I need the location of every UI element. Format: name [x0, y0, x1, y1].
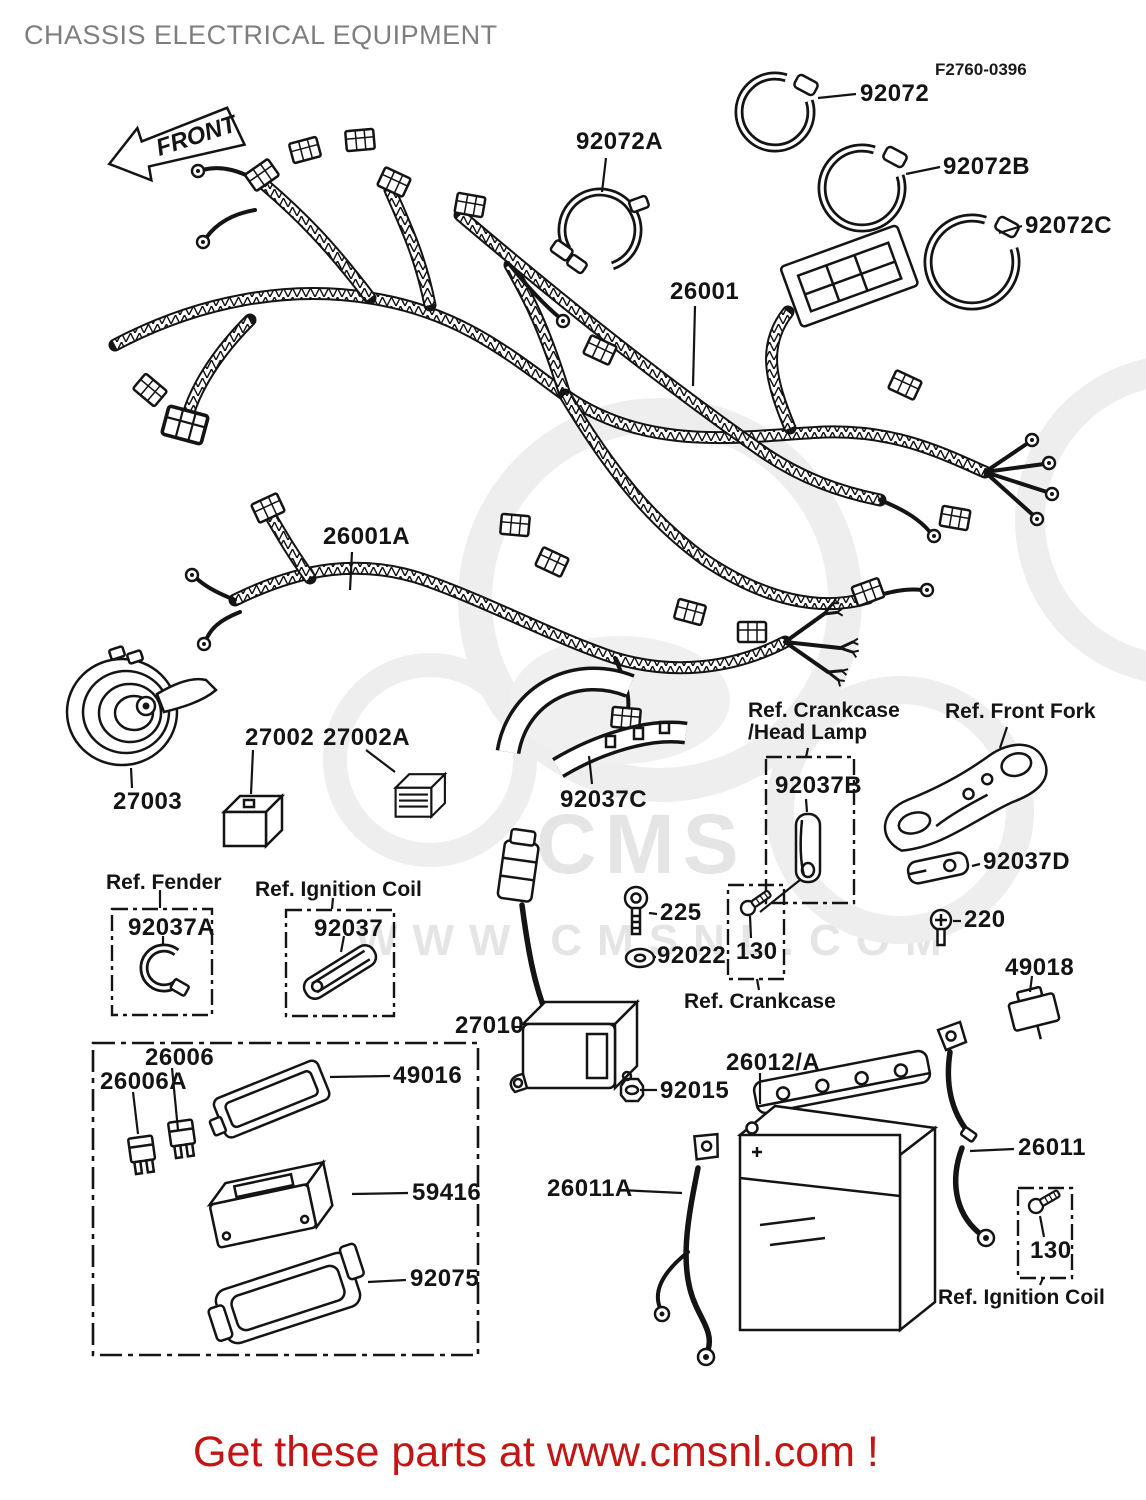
part-label-26001: 26001 [670, 278, 740, 305]
page-title: CHASSIS ELECTRICAL EQUIPMENT [24, 20, 498, 50]
part-label-92072a: 92072A [576, 128, 664, 155]
junction-box-59416 [206, 1159, 334, 1249]
ref-box-ignition-coil [284, 908, 396, 1018]
watermark-brand: CMS [536, 797, 747, 891]
part-label-92037d: 92037D [983, 848, 1071, 875]
part-label-92075: 92075 [410, 1265, 480, 1292]
ref-box-ignition-130 [1016, 1185, 1074, 1280]
part-label-92037: 92037 [314, 915, 384, 942]
part-label-92037c: 92037C [560, 786, 648, 813]
front-fork-bracket [883, 743, 1048, 852]
cover-49016 [208, 1059, 331, 1139]
clamp-ring-92072 [734, 71, 819, 153]
bolt-225 [623, 885, 649, 936]
battery-lead-26011 [936, 1020, 996, 1248]
fuse-26006 [167, 1118, 197, 1160]
horn-27003 [65, 645, 218, 767]
ref-box-crankcase-130 [726, 883, 786, 981]
damper-92075 [207, 1242, 365, 1345]
part-label-92022: 92022 [657, 942, 727, 969]
washer-92022 [624, 947, 656, 969]
diode-49018 [1007, 985, 1061, 1040]
fuse-26006a [127, 1134, 157, 1176]
band-clamp-92072a [549, 187, 650, 275]
front-arrow: FRONT [107, 106, 247, 183]
part-label-26011a: 26011A [547, 1175, 633, 1202]
part-label-27010: 27010 [455, 1012, 525, 1039]
part-label-ref-ignition-coil-upper: Ref. Ignition Coil [255, 878, 422, 901]
part-label-49016: 49016 [393, 1062, 463, 1089]
wiring-harness-26001 [108, 127, 1060, 644]
ref-box-crankcase-headlamp [759, 755, 856, 913]
part-label-92072c: 92072C [1025, 212, 1113, 239]
part-label-220: 220 [964, 906, 1006, 933]
part-label-27003: 27003 [113, 788, 183, 815]
part-label-ref-fender: Ref. Fender [106, 871, 222, 894]
part-label-26012a: 26012/A [726, 1049, 821, 1076]
part-label-26006a: 26006A [100, 1068, 188, 1095]
part-label-27002: 27002 [245, 724, 315, 751]
footer-link[interactable]: Get these parts at www.cmsnl.com ! [193, 1428, 879, 1476]
part-label-225: 225 [660, 899, 702, 926]
wiring-harness-26001a [184, 491, 862, 731]
clamp-ring-92072c [923, 213, 1021, 311]
part-label-130-crankcase: 130 [736, 938, 778, 965]
part-label-ref-crankcase-headlamp: Ref. Crankcase /Head Lamp [748, 699, 900, 744]
part-label-26006: 26006 [145, 1044, 215, 1071]
battery-cable-26011a [653, 1132, 719, 1367]
part-label-92037a: 92037A [128, 914, 216, 941]
relay-27002a [393, 771, 448, 820]
relay-27002 [220, 792, 286, 850]
fuse-box-group [91, 1041, 480, 1357]
screw-220 [929, 908, 953, 947]
battery-26012a [736, 1049, 939, 1333]
diagram-code: F2760-0396 [935, 60, 1027, 79]
part-label-26011: 26011 [1018, 1134, 1086, 1161]
harness-junction-block [779, 224, 919, 328]
clamp-92037c [495, 666, 688, 778]
part-label-ref-crankcase: Ref. Crankcase [684, 990, 836, 1013]
part-label-27002a: 27002A [323, 724, 411, 751]
part-label-ref-front-fork: Ref. Front Fork [945, 700, 1096, 723]
part-label-130-ignition: 130 [1030, 1237, 1072, 1264]
part-label-92072b: 92072B [943, 153, 1031, 180]
part-label-59416: 59416 [412, 1179, 482, 1206]
part-label-92072: 92072 [860, 80, 930, 107]
leader-lines [129, 92, 1046, 1286]
bracket-92037d [906, 851, 970, 885]
part-label-ref-ignition-coil-lower: Ref. Ignition Coil [938, 1286, 1105, 1309]
part-label-49018: 49018 [1005, 954, 1075, 981]
clamp-ring-92072b [817, 143, 908, 233]
part-label-26001a: 26001A [323, 523, 411, 550]
part-label-92015: 92015 [660, 1077, 730, 1104]
regulator-27010 [496, 827, 641, 1094]
part-label-92037b: 92037B [775, 772, 863, 799]
